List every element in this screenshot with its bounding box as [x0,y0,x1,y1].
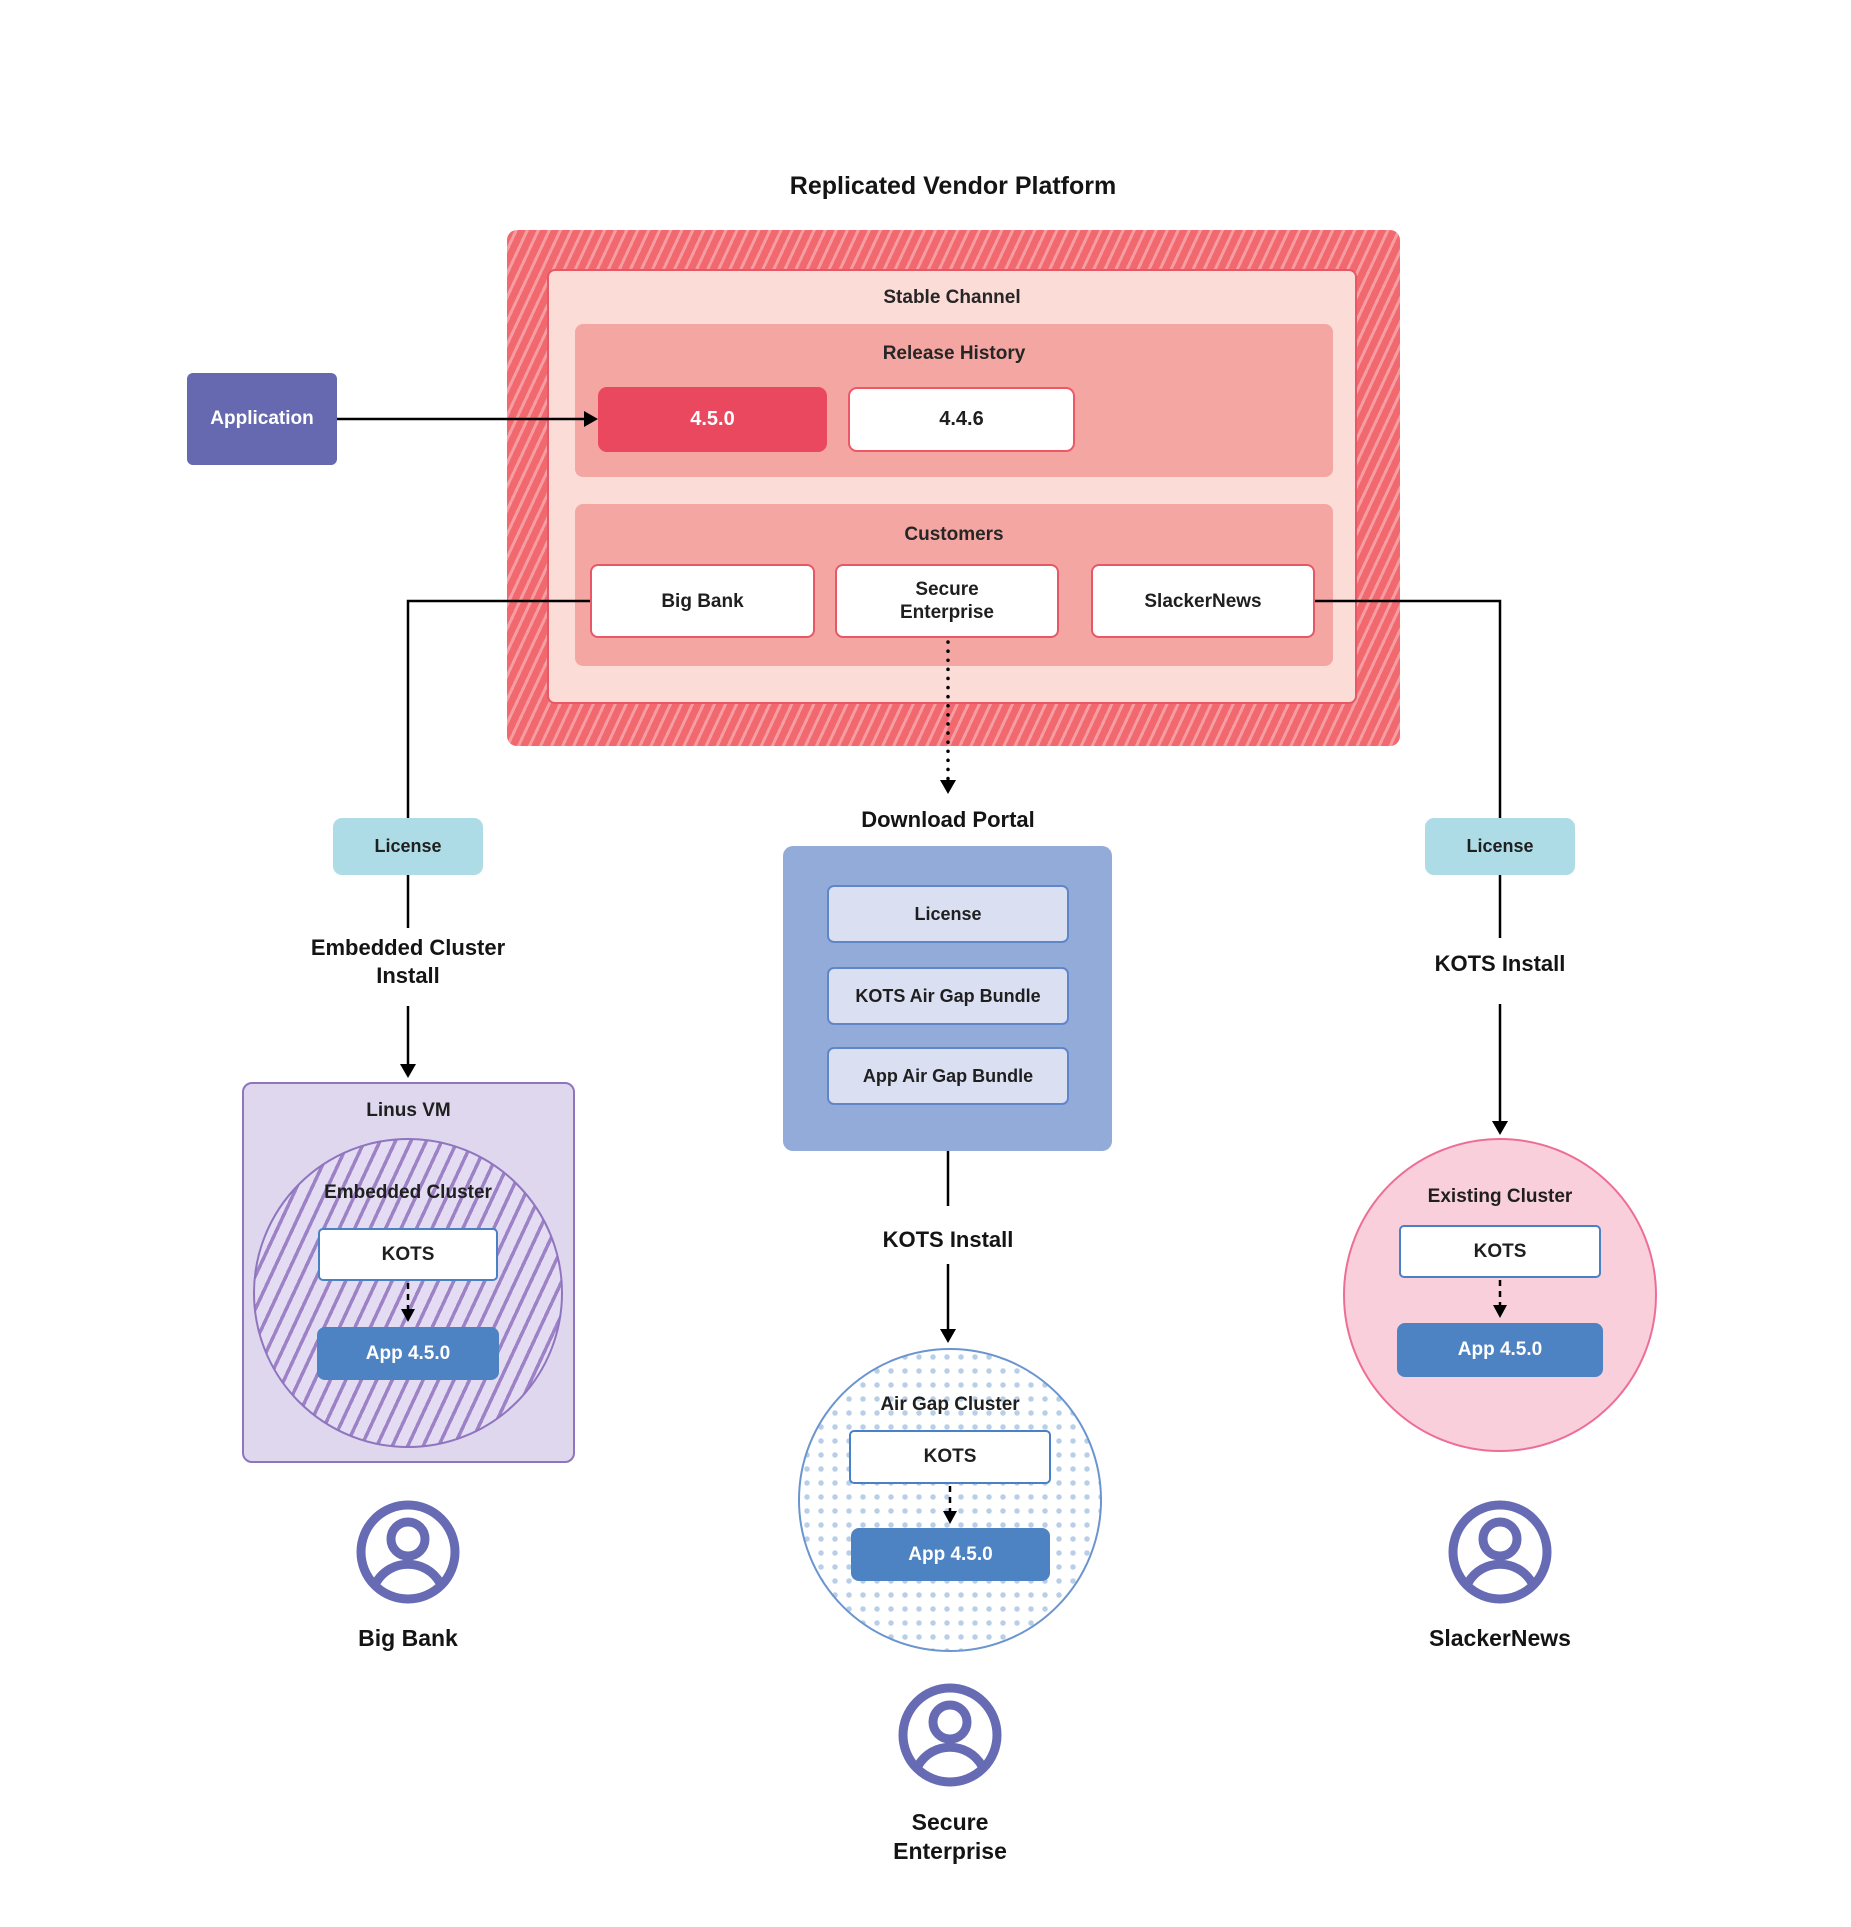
kots-install-label-mid: KOTS Install [882,1227,1014,1252]
license-badge-left: License [333,818,483,875]
linus-vm-label: Linus VM [366,1100,451,1121]
secure-enterprise-user-label: Secure Enterprise [893,1809,1007,1864]
embedded-cluster-install-label: Embedded Cluster Install [310,935,506,988]
big-bank-user-icon [356,1500,460,1604]
customers-label: Customers [904,524,1004,545]
arrowhead-icon [584,411,598,427]
slackernews-to-license-line [1315,599,1502,818]
release-history-label: Release History [882,343,1026,364]
arrowhead-icon [940,1329,956,1343]
embedded-cluster-circle: Embedded Cluster [253,1138,563,1448]
license-badge-right: License [1425,818,1575,875]
kots-node-mid: KOTS [849,1430,1051,1484]
portal-app-airgap-bundle-item: App Air Gap Bundle [827,1047,1069,1105]
existing-cluster-label: Existing Cluster [1427,1186,1573,1207]
bigbank-to-license-line [406,599,590,818]
air-gap-cluster-label: Air Gap Cluster [880,1394,1020,1415]
kots-node-left: KOTS [318,1228,498,1281]
embedded-cluster-label: Embedded Cluster [324,1182,492,1203]
kots-node-right: KOTS [1399,1225,1601,1278]
big-bank-user-label: Big Bank [358,1625,458,1651]
release-4-4-6-node: 4.4.6 [848,387,1075,452]
arrowhead-icon [1492,1121,1508,1135]
arrowhead-icon [940,780,956,794]
stable-channel-label: Stable Channel [883,287,1021,308]
portal-license-item: License [827,885,1069,943]
customer-secure-enterprise-node: Secure Enterprise [835,564,1059,638]
air-gap-cluster-circle: Air Gap Cluster [798,1348,1102,1652]
app-node-left: App 4.5.0 [317,1327,499,1380]
arrowhead-icon [943,1511,957,1524]
secure-enterprise-user-icon [898,1683,1002,1787]
arrowhead-icon [401,1309,415,1322]
customer-slackernews-node: SlackerNews [1091,564,1315,638]
kots-install-label-right: KOTS Install [1434,951,1566,976]
application-node: Application [187,373,337,465]
app-node-right: App 4.5.0 [1397,1323,1603,1377]
app-node-mid: App 4.5.0 [851,1528,1050,1581]
slackernews-user-icon [1448,1500,1552,1604]
download-portal-title: Download Portal [861,807,1035,832]
customer-big-bank-node: Big Bank [590,564,815,638]
slackernews-user-label: SlackerNews [1429,1625,1571,1651]
portal-kots-airgap-bundle-item: KOTS Air Gap Bundle [827,967,1069,1025]
release-4-5-0-node: 4.5.0 [598,387,827,452]
arrowhead-icon [1493,1305,1507,1318]
arrowhead-icon [400,1064,416,1078]
diagram-title: Replicated Vendor Platform [789,172,1117,200]
